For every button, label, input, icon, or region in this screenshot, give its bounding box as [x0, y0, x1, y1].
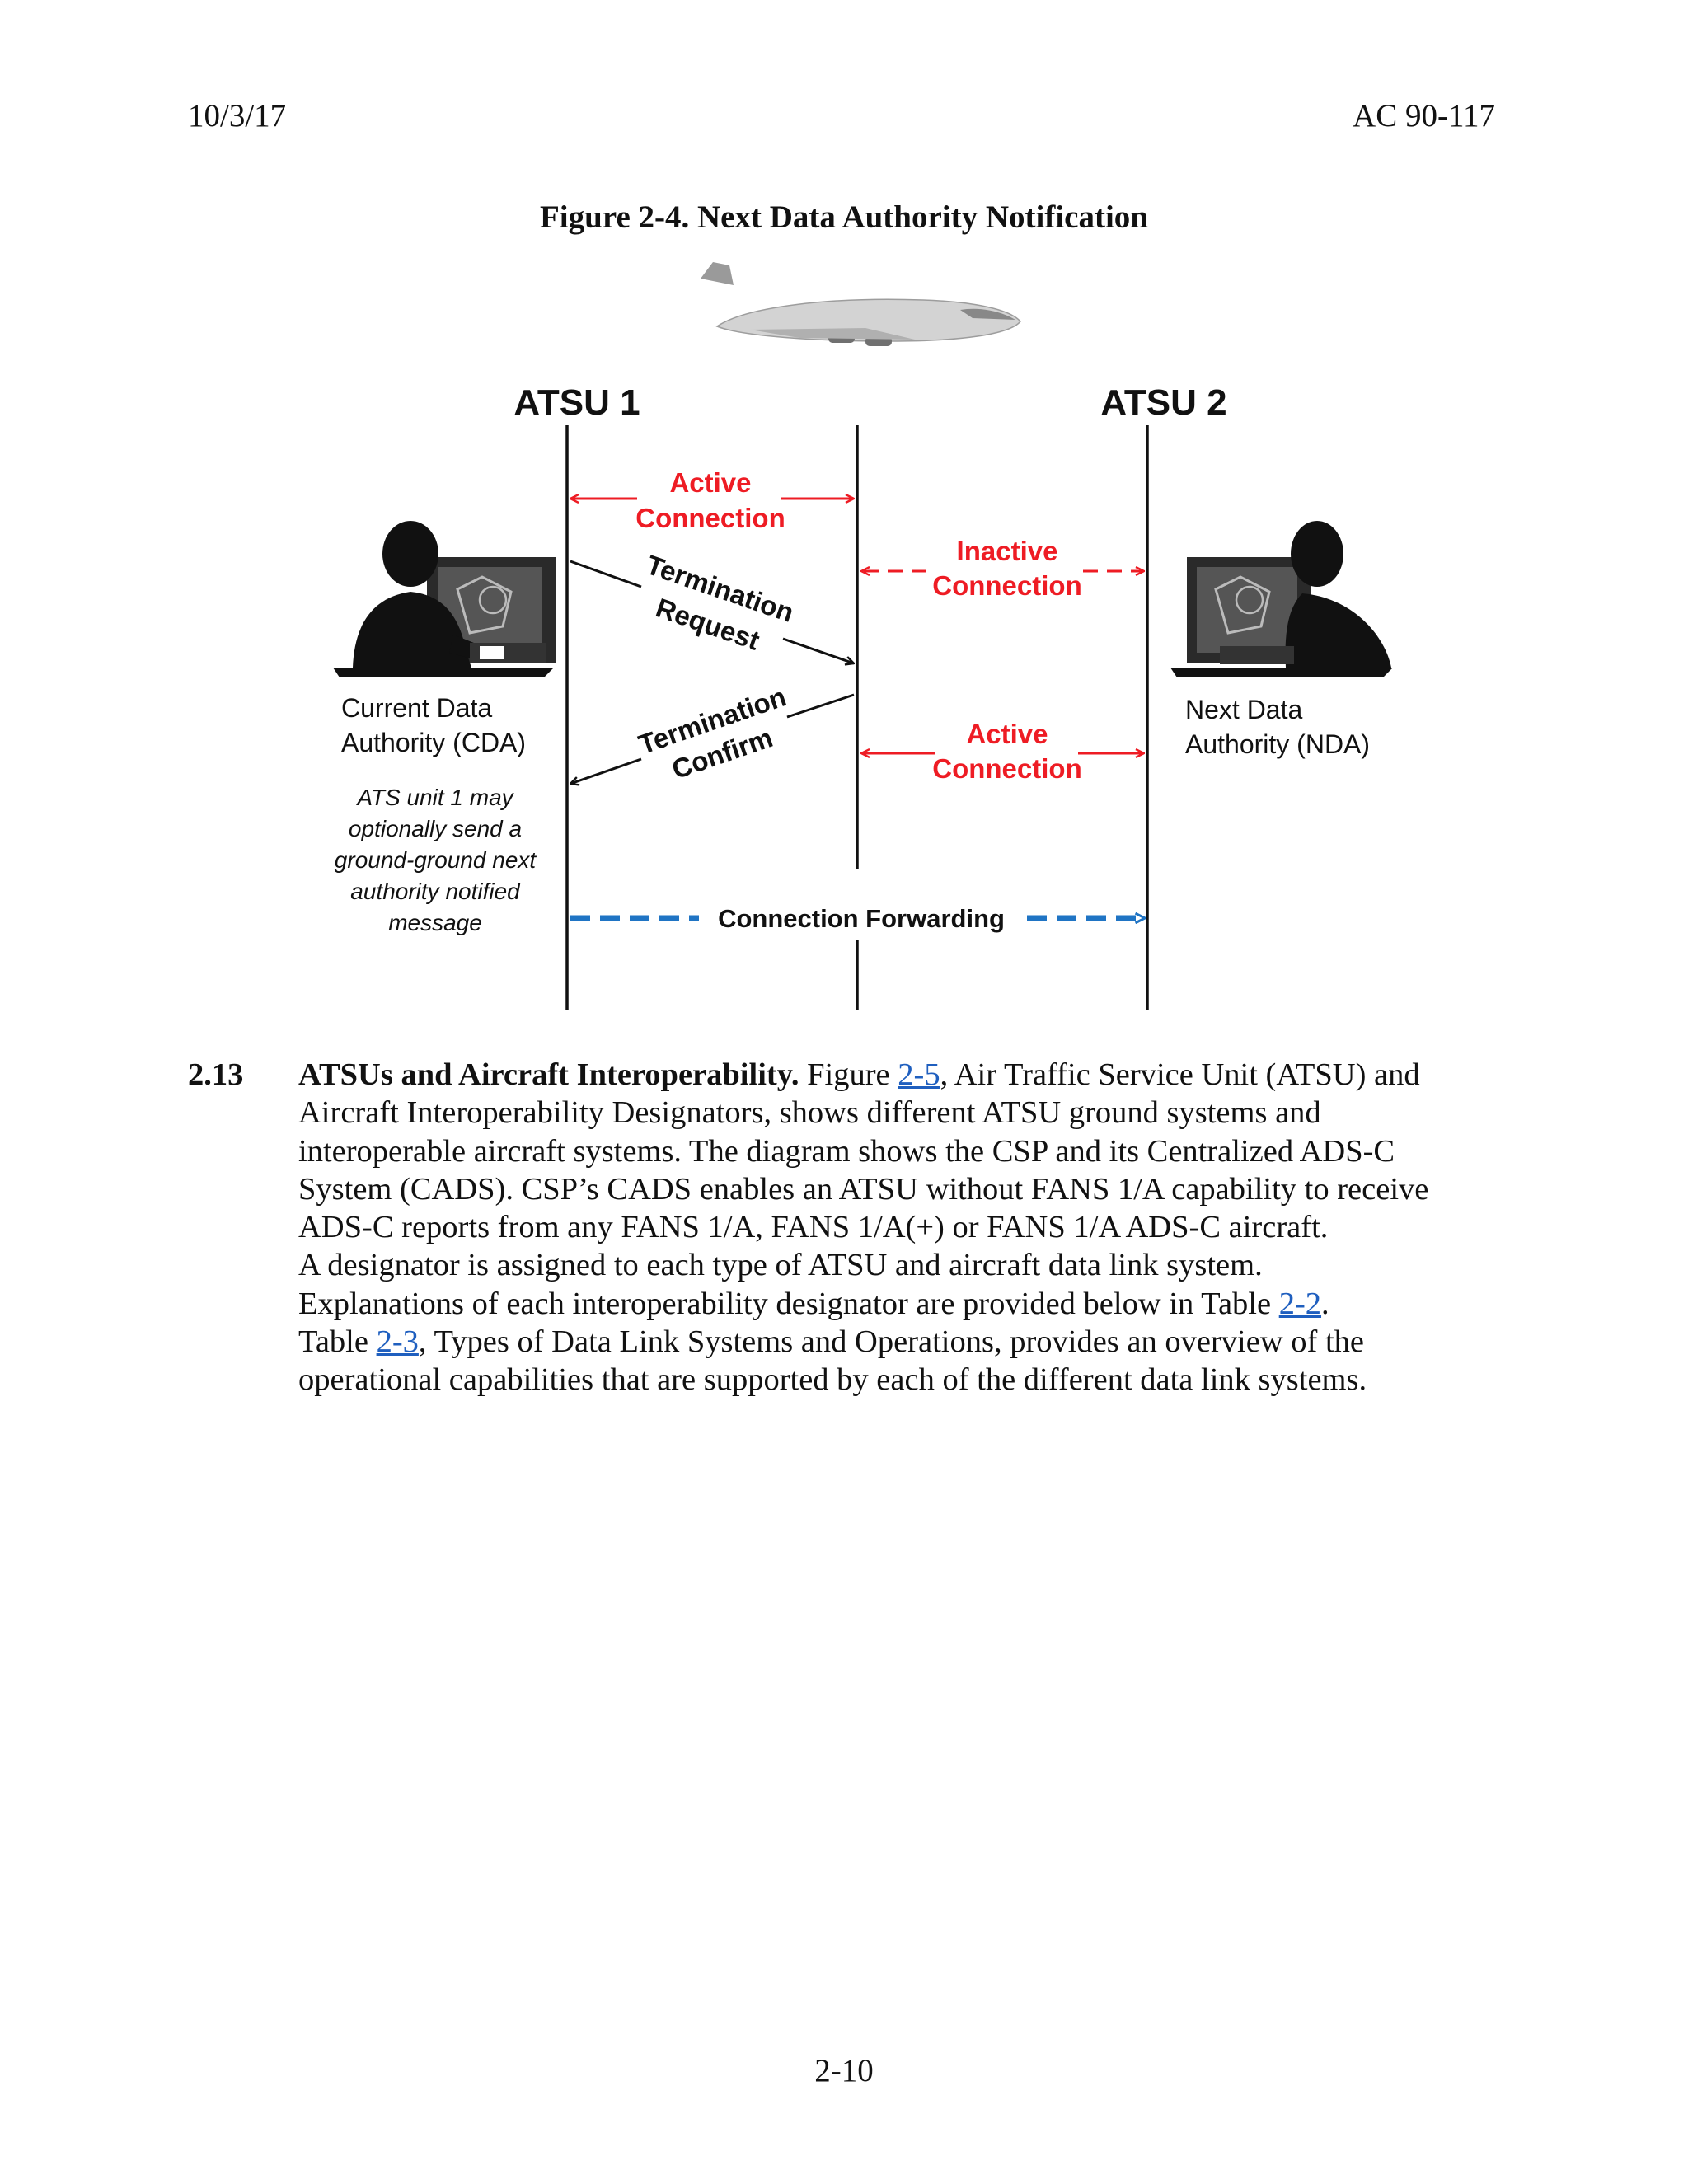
figure-title: Figure 2-4. Next Data Authority Notifica… — [539, 199, 1148, 235]
cda-label-line1: Current Data — [341, 693, 492, 723]
inactive-connection-line1: Inactive — [957, 536, 1058, 566]
table-2-3-link[interactable]: 2-3 — [376, 1324, 419, 1360]
termination-request-line-start — [570, 560, 642, 588]
section-line-6: A designator is assigned to each type of… — [298, 1248, 1263, 1283]
section-line-7: Explanations of each interoperability de… — [298, 1285, 1518, 1323]
section-line-8-a: Table — [298, 1324, 377, 1360]
header-date: 10/3/17 — [188, 98, 287, 134]
section-line-8-b: , Types of Data Link Systems and Operati… — [418, 1324, 1364, 1360]
aircraft-image — [701, 262, 1021, 346]
nda-controller-icon — [1170, 521, 1393, 677]
section-line-1: ATSUs and Aircraft Interoperability. Fig… — [298, 1056, 1518, 1094]
figure-2-5-link[interactable]: 2-5 — [898, 1057, 940, 1092]
atsu2-label: ATSU 2 — [1100, 382, 1226, 423]
section-line-4: System (CADS). CSP’s CADS enables an ATS… — [298, 1171, 1429, 1207]
cda-note-line4: authority notified — [350, 879, 521, 904]
page-number: 2-10 — [814, 2053, 874, 2088]
cda-note-line5: message — [388, 910, 482, 935]
nda-notification-diagram: ATSU 1 ATSU 2 Active Connection Inactive… — [333, 262, 1393, 1010]
section-line-1-b: , Air Traffic Service Unit (ATSU) and — [940, 1057, 1420, 1092]
active-connection-top-line1: Active — [669, 467, 751, 498]
section-heading: ATSUs and Aircraft Interoperability. — [298, 1057, 799, 1092]
table-2-2-link[interactable]: 2-2 — [1278, 1286, 1322, 1321]
cda-note-line3: ground-ground next — [335, 847, 537, 873]
connection-forwarding-label: Connection Forwarding — [718, 904, 1005, 933]
cda-controller-icon — [333, 521, 556, 677]
active-connection-top-line2: Connection — [635, 503, 785, 533]
header-doc-id: AC 90-117 — [1353, 98, 1495, 134]
termination-confirm-arrow — [570, 757, 642, 784]
inactive-connection-line2: Connection — [932, 570, 1081, 601]
nda-label-line2: Authority (NDA) — [1185, 729, 1370, 759]
section-line-7-b: . — [1321, 1286, 1329, 1321]
section-line-5: ADS-C reports from any FANS 1/A, FANS 1/… — [298, 1210, 1329, 1245]
section-line-7-a: Explanations of each interoperability de… — [298, 1286, 1279, 1321]
active-connection-bottom-line2: Connection — [932, 753, 1081, 784]
cda-label-line2: Authority (CDA) — [341, 728, 526, 757]
cda-note: ATS unit 1 may optionally send a ground-… — [335, 785, 537, 935]
cda-note-line2: optionally send a — [349, 816, 522, 841]
section-number: 2.13 — [188, 1057, 244, 1092]
section-line-3: interoperable aircraft systems. The diag… — [298, 1133, 1395, 1169]
section-line-8: Table 2-3, Types of Data Link Systems an… — [298, 1323, 1518, 1361]
atsu1-label: ATSU 1 — [513, 382, 640, 423]
section-body: ATSUs and Aircraft Interoperability. Fig… — [298, 1056, 1518, 1399]
active-connection-bottom-line1: Active — [966, 719, 1048, 749]
termination-request-arrow — [782, 637, 854, 663]
section-line-1-a: Figure — [799, 1057, 898, 1092]
section-line-9: operational capabilities that are suppor… — [298, 1362, 1367, 1398]
section-line-2: Aircraft Interoperability Designators, s… — [298, 1095, 1321, 1131]
cda-note-line1: ATS unit 1 may — [355, 785, 514, 810]
termination-confirm-line-start — [786, 693, 855, 719]
nda-label-line1: Next Data — [1185, 695, 1302, 724]
